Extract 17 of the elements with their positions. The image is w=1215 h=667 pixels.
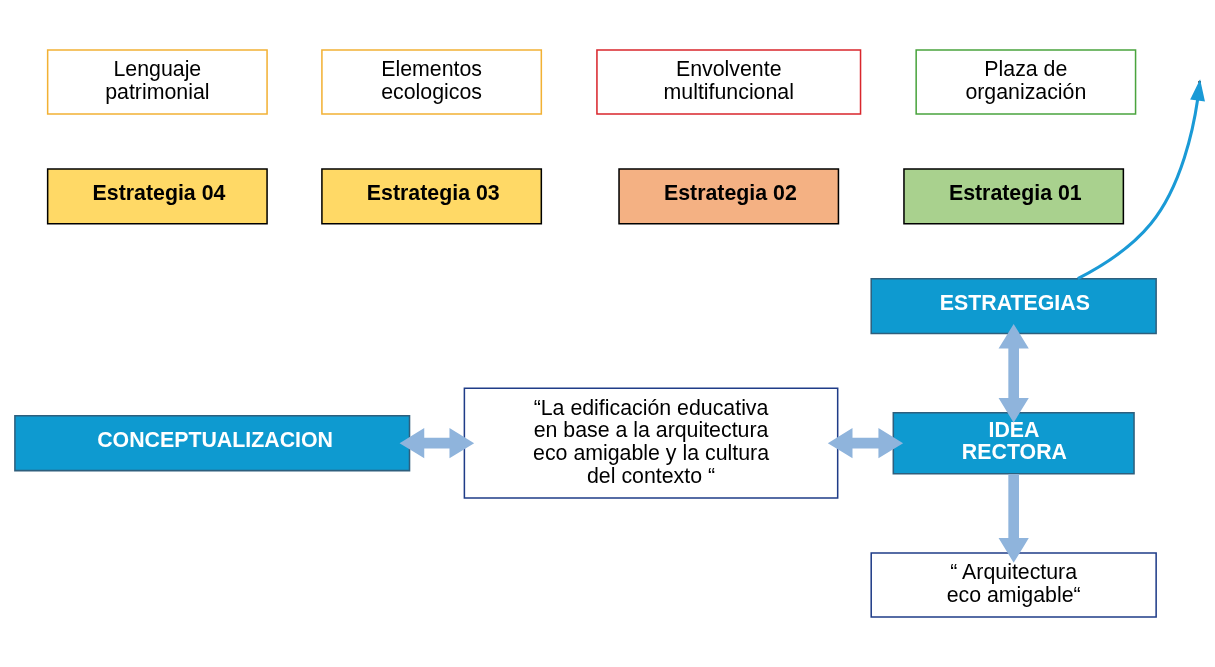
node-box: Estrategia 04	[46, 168, 268, 225]
node-box: Estrategia 01	[903, 168, 1125, 225]
node-box: Envolvente multifuncional	[596, 49, 862, 115]
node-box: ESTRATEGIAS	[870, 277, 1157, 335]
arrow	[998, 474, 1029, 563]
node-box: CONCEPTUALIZACION	[14, 415, 411, 472]
node-box: Elementos ecologicos	[321, 49, 543, 115]
node-box: “ Arquitectura eco amigable“	[870, 552, 1157, 618]
arrow	[998, 323, 1029, 423]
node-box: Lenguaje patrimonial	[46, 49, 268, 115]
node-box: Estrategia 03	[321, 168, 543, 225]
arrow	[399, 428, 475, 459]
node-box: Estrategia 02	[618, 168, 840, 225]
arrow	[827, 428, 904, 459]
node-box: “La edificación educativa en base a la arquitectura eco amigable y la cultura del contexto “	[463, 387, 839, 499]
node-box: Plaza de organización	[915, 49, 1137, 115]
node-box: IDEA RECTORA	[892, 411, 1135, 475]
